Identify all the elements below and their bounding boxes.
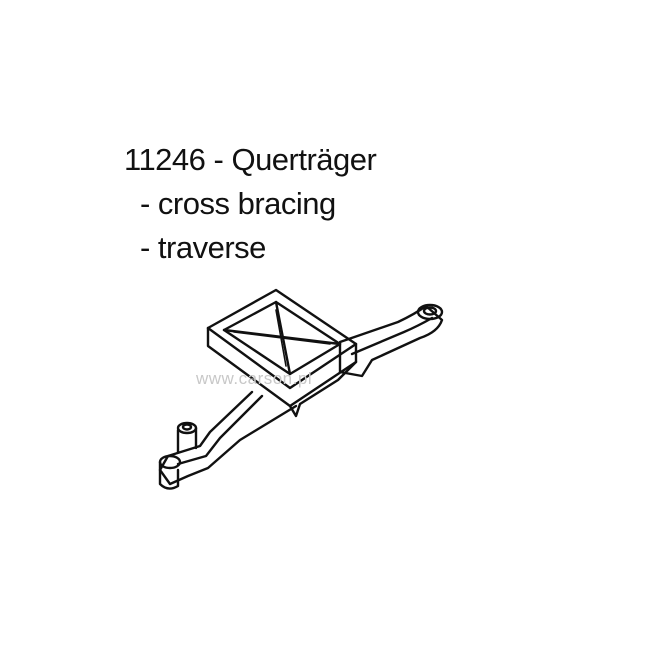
- part-caption: 11246 - Querträger - cross bracing - tra…: [124, 138, 377, 270]
- left-arm-inner-line: [176, 394, 264, 466]
- frame-support-leg: [288, 360, 358, 418]
- right-mount-eye: [416, 303, 444, 321]
- left-post-hole: [181, 423, 193, 431]
- right-arm: [338, 304, 444, 378]
- left-post-base: [158, 460, 180, 490]
- left-arm: [158, 390, 298, 486]
- watermark-text: www.carson.pl: [195, 369, 312, 388]
- left-post-top: [176, 421, 198, 435]
- right-mount-hole: [422, 306, 438, 316]
- frame-cross-brace-2: [233, 309, 331, 367]
- translation-english: - cross bracing: [140, 186, 336, 221]
- part-title: 11246 - Querträger: [124, 142, 377, 177]
- translation-french: - traverse: [140, 230, 266, 265]
- left-mount-eye: [158, 454, 182, 470]
- left-post: [176, 426, 198, 454]
